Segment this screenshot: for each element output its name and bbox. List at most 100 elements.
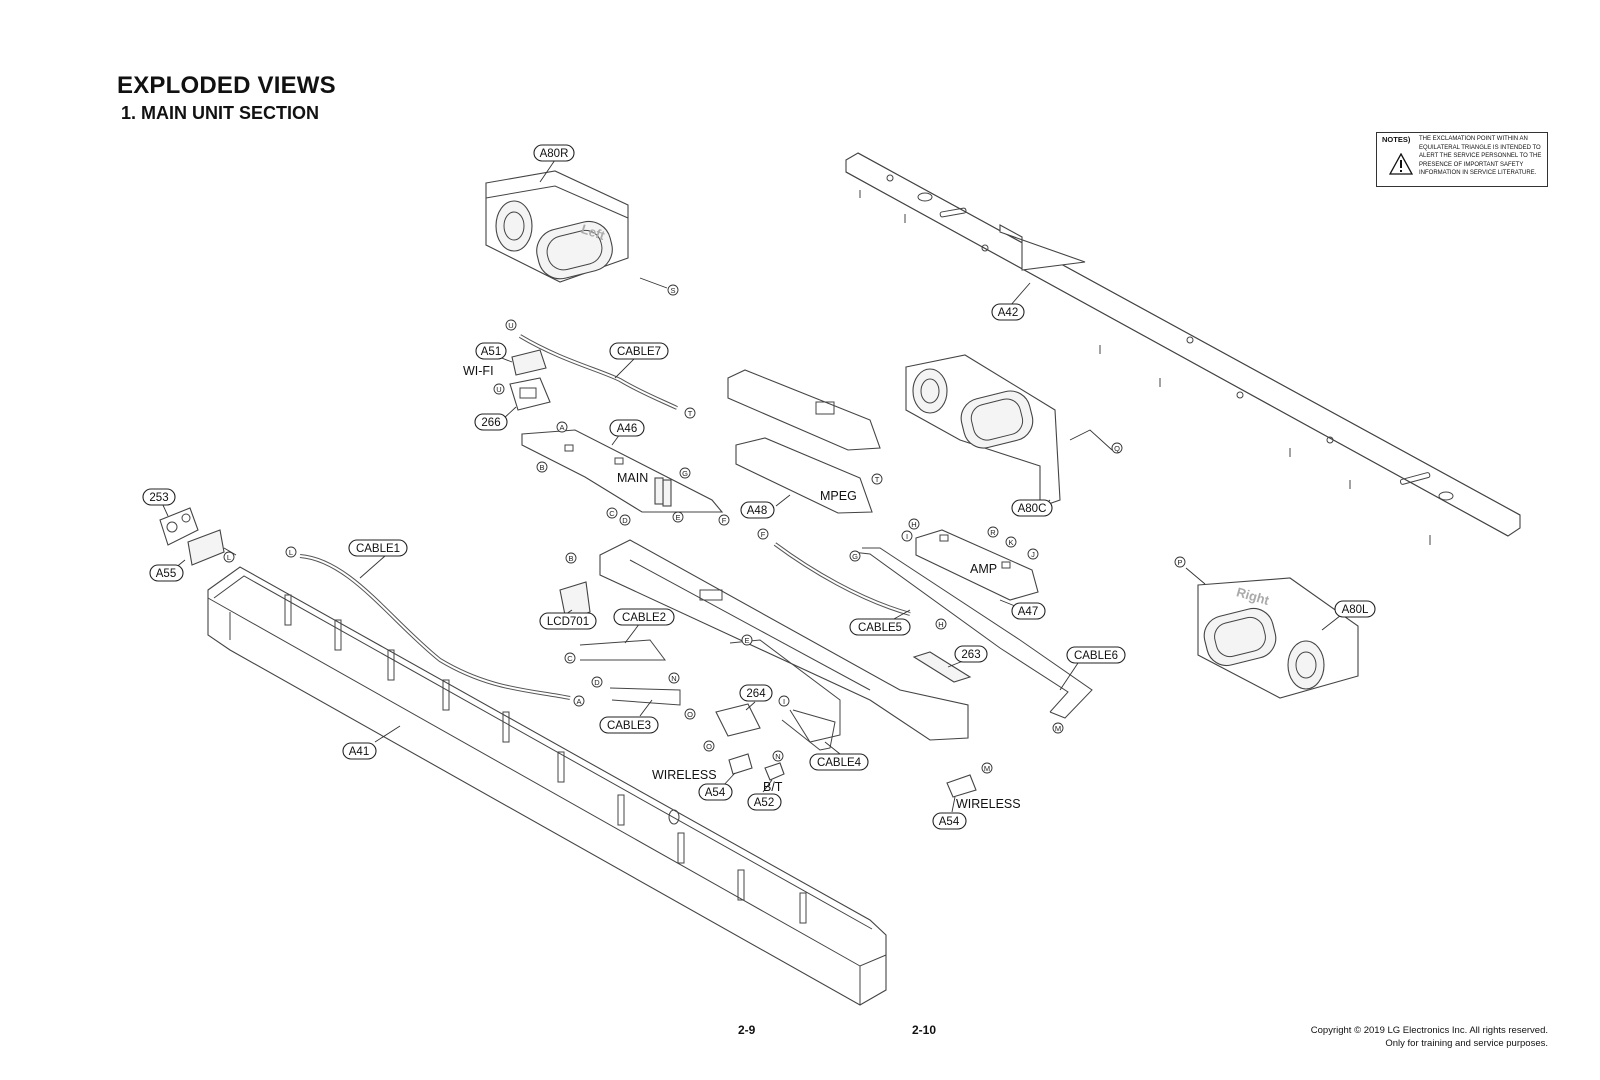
connector-c-2: C — [564, 652, 576, 664]
top-cover-part — [845, 152, 1521, 545]
connector-i-2: I — [778, 695, 790, 707]
connector-h-2: H — [935, 618, 947, 630]
callout-a41: A41 — [342, 742, 377, 760]
svg-text:D: D — [594, 678, 600, 687]
connector-d: D — [619, 514, 631, 526]
svg-text:A46: A46 — [617, 423, 637, 435]
svg-text:A80R: A80R — [540, 148, 569, 160]
svg-text:T: T — [875, 475, 880, 484]
speaker-left-part: Left — [485, 170, 668, 289]
connector-h: H — [908, 518, 920, 530]
svg-text:LCD701: LCD701 — [547, 616, 589, 628]
mpeg-board-part — [727, 369, 881, 514]
callout-a48: A48 — [740, 501, 775, 519]
svg-text:A54: A54 — [939, 816, 960, 828]
notes-text: THE EXCLAMATION POINT WITHIN AN EQUILATE… — [1419, 136, 1542, 177]
svg-text:B: B — [568, 554, 573, 563]
connector-d-2: D — [591, 676, 603, 688]
connector-i: I — [901, 530, 913, 542]
svg-text:S: S — [670, 286, 675, 295]
section-title: 1. MAIN UNIT SECTION — [121, 103, 320, 123]
page-number-left: 2-9 — [738, 1023, 756, 1037]
wifi-board-part — [509, 349, 551, 411]
connector-j: J — [1027, 548, 1039, 560]
callout-cable6: CABLE6 — [1066, 646, 1126, 664]
callout-266: 266 — [474, 413, 508, 431]
svg-text:U: U — [496, 385, 501, 394]
connector-a: A — [556, 421, 568, 433]
callout-a52: A52 — [747, 793, 782, 811]
connector-t: T — [684, 407, 696, 419]
copyright-notice: Copyright © 2019 LG Electronics Inc. All… — [1311, 1024, 1548, 1050]
connector-b: B — [536, 461, 548, 473]
board-label-wireless-2: WIRELESS — [956, 797, 1021, 811]
svg-text:A41: A41 — [349, 746, 369, 758]
connector-f-2: F — [757, 528, 769, 540]
svg-text:A42: A42 — [998, 307, 1018, 319]
connector-r: R — [987, 526, 999, 538]
svg-text:P: P — [1177, 558, 1182, 567]
connector-e: E — [672, 511, 684, 523]
svg-text:A48: A48 — [747, 505, 767, 517]
amp-board-part — [915, 529, 1039, 601]
callout-cable7: CABLE7 — [609, 342, 669, 360]
connector-p: P — [1174, 556, 1186, 568]
connector-o-2: O — [703, 740, 715, 752]
svg-text:G: G — [852, 552, 858, 561]
svg-text:CABLE2: CABLE2 — [622, 612, 666, 624]
connector-g-2: G — [849, 550, 861, 562]
speaker-center-part — [905, 354, 1113, 508]
svg-text:A47: A47 — [1018, 606, 1038, 618]
callout-253: 253 — [142, 488, 176, 506]
svg-text:CABLE4: CABLE4 — [817, 757, 862, 769]
callout-cable3: CABLE3 — [599, 716, 659, 734]
connector-n-2: N — [772, 750, 784, 762]
small-parts — [559, 581, 977, 798]
svg-text:M: M — [1055, 724, 1061, 733]
warning-triangle-icon — [1389, 153, 1413, 175]
connector-n: N — [668, 672, 680, 684]
svg-text:CABLE7: CABLE7 — [617, 346, 661, 358]
connector-u-2: U — [493, 383, 505, 395]
svg-text:E: E — [675, 513, 680, 522]
svg-text:U: U — [508, 321, 513, 330]
connector-m-2: M — [981, 762, 993, 774]
front-base-part — [207, 566, 887, 1006]
svg-text:N: N — [775, 752, 780, 761]
connector-a-2: A — [573, 695, 585, 707]
callout-a42: A42 — [991, 303, 1025, 321]
main-board-part — [521, 429, 724, 513]
board-label-wireless: WIRELESS — [652, 768, 717, 782]
svg-text:A55: A55 — [156, 568, 176, 580]
callout-a54-2: A54 — [932, 812, 967, 830]
board-label-mpeg: MPEG — [820, 489, 857, 503]
svg-text:CABLE6: CABLE6 — [1074, 650, 1118, 662]
svg-text:C: C — [609, 509, 615, 518]
safety-notes-box: NOTES) THE EXCLAMATION POINT WITHIN AN E… — [1376, 132, 1548, 187]
svg-text:H: H — [911, 520, 916, 529]
svg-text:F: F — [722, 516, 727, 525]
page-number-right: 2-10 — [912, 1023, 937, 1037]
board-label-bt: B/T — [763, 780, 783, 794]
callout-cable4: CABLE4 — [809, 753, 869, 771]
connector-s: S — [667, 284, 679, 296]
svg-text:M: M — [984, 764, 990, 773]
svg-text:G: G — [682, 469, 688, 478]
callout-lcd701: LCD701 — [539, 612, 597, 630]
svg-text:A: A — [576, 697, 581, 706]
connector-k: K — [1005, 536, 1017, 548]
page-title: EXPLODED VIEWS — [117, 72, 336, 99]
connector-l: L — [285, 546, 297, 558]
svg-text:D: D — [622, 516, 628, 525]
connector-b-2: B — [565, 552, 577, 564]
svg-text:F: F — [761, 530, 766, 539]
connector-u: U — [505, 319, 517, 331]
svg-text:B: B — [539, 463, 544, 472]
connector-o: O — [684, 708, 696, 720]
svg-text:CABLE3: CABLE3 — [607, 720, 651, 732]
svg-text:CABLE5: CABLE5 — [858, 622, 902, 634]
svg-text:CABLE1: CABLE1 — [356, 543, 400, 555]
speaker-right-part: Right — [1185, 567, 1359, 699]
callout-263: 263 — [954, 645, 988, 663]
